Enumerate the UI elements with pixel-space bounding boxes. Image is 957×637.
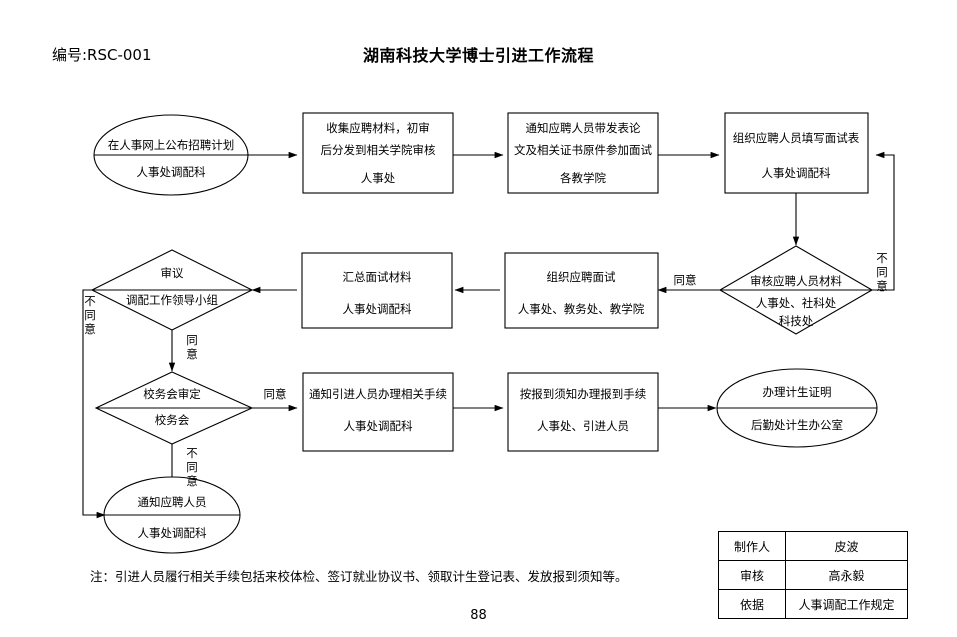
metadata-table-body: 制作人 皮波 审核 高永毅 依据 人事调配工作规定	[718, 531, 908, 619]
flow-node-family-planning-cert[interactable]: 办理计生证明 后勤处计生办公室	[716, 368, 878, 448]
edge-label-disagree-deliberation: 不同意	[84, 294, 96, 336]
table-row: 制作人 皮波	[718, 531, 908, 561]
edge-label-agree-review: 同意	[674, 273, 697, 287]
node-line-1: 通知应聘人员带发表论	[526, 121, 641, 135]
flow-node-collect-materials[interactable]: 收集应聘材料，初审 后分发到相关学院审核 人事处	[302, 112, 454, 194]
document-number: 编号:RSC-001	[52, 46, 152, 64]
node-line-1: 通知引进人员办理相关手续	[309, 387, 447, 401]
rect-shape	[504, 252, 659, 329]
table-row: 依据 人事调配工作规定	[718, 589, 908, 619]
node-line-2: 后勤处计生办公室	[751, 418, 843, 432]
rect-shape	[302, 372, 454, 452]
node-line-2: 人事处调配科	[137, 165, 206, 179]
meta-key-basis: 依据	[718, 589, 786, 619]
node-line-1: 汇总面试材料	[343, 270, 412, 284]
node-line-1: 办理计生证明	[763, 385, 832, 399]
node-line-2: 人事处调配科	[762, 166, 831, 180]
flow-edge-labels: 同意 不同意 不同意 同意 同意 不同意	[84, 251, 888, 488]
node-line-2: 后分发到相关学院审核	[321, 143, 436, 157]
node-line-1: 收集应聘材料，初审	[326, 121, 430, 135]
edge-label-disagree-review: 不同意	[876, 251, 888, 293]
edge-n8-n13-disagree	[82, 289, 106, 519]
node-line-1: 按报到须知办理报到手续	[520, 387, 647, 401]
meta-key-author: 制作人	[718, 531, 786, 561]
flow-node-notify-candidates[interactable]: 通知应聘人员带发表论 文及相关证书原件参加面试 各教学院	[507, 112, 659, 194]
meta-value-reviewer: 高永毅	[785, 560, 908, 590]
page-title: 湖南科技大学博士引进工作流程	[0, 42, 957, 66]
flow-node-interview-form[interactable]: 组织应聘人员填写面试表 人事处调配科	[724, 112, 869, 194]
flow-node-school-meeting-approval[interactable]: 校务会审定 校务会	[94, 371, 254, 445]
flow-node-deliberation[interactable]: 审议 调配工作领导小组	[90, 249, 254, 331]
flow-node-publish-plan[interactable]: 在人事网上公布招聘计划 人事处调配科	[93, 114, 249, 196]
rect-shape	[301, 252, 453, 329]
node-line-3: 各教学院	[560, 171, 606, 185]
flow-node-summarize-materials[interactable]: 汇总面试材料 人事处调配科	[301, 252, 453, 329]
node-line-3: 人事处	[361, 171, 396, 185]
node-line-2: 文及相关证书原件参加面试	[514, 143, 652, 157]
edge-label-agree-school: 同意	[264, 387, 287, 401]
rect-shape	[302, 112, 454, 194]
rect-shape	[507, 112, 659, 194]
rect-shape	[724, 112, 869, 194]
page-title-text: 湖南科技大学博士引进工作流程	[362, 46, 594, 65]
meta-value-author: 皮波	[785, 531, 908, 561]
node-line-2: 调配工作领导小组	[126, 293, 218, 307]
edge-label-disagree-school: 不同意	[186, 446, 198, 488]
edge-label-agree-deliberation: 同意	[186, 333, 198, 361]
flow-connectors	[82, 151, 895, 519]
node-line-2: 人事处调配科	[343, 302, 412, 316]
page-number: 88	[470, 608, 487, 623]
metadata-table: 制作人 皮波 审核 高永毅 依据 人事调配工作规定	[718, 531, 908, 619]
node-line-2: 人事处、教务处、教学院	[518, 302, 645, 316]
footnote: 注：引进人员履行相关手续包括来校体检、签订就业协议书、领取计生登记表、发放报到须…	[90, 569, 628, 584]
node-line-2: 校务会	[155, 413, 190, 427]
node-line-3: 科技处	[779, 314, 814, 328]
rect-shape	[507, 372, 659, 452]
node-line-1: 组织应聘人员填写面试表	[733, 131, 860, 145]
meta-value-basis: 人事调配工作规定	[785, 589, 908, 619]
table-row: 审核 高永毅	[718, 560, 908, 590]
flow-node-report-procedures[interactable]: 按报到须知办理报到手续 人事处、引进人员	[507, 372, 659, 452]
node-line-1: 校务会审定	[143, 387, 201, 401]
node-line-1: 通知应聘人员	[138, 495, 207, 509]
node-line-1: 审核应聘人员材料	[750, 274, 842, 288]
node-line-2: 人事处调配科	[344, 419, 413, 433]
node-line-1: 在人事网上公布招聘计划	[108, 138, 235, 152]
node-line-2: 人事处调配科	[138, 526, 207, 540]
node-line-2: 人事处、社科处	[756, 296, 837, 310]
meta-key-reviewer: 审核	[718, 560, 786, 590]
flow-node-notify-recruit-procedures[interactable]: 通知引进人员办理相关手续 人事处调配科	[302, 372, 454, 452]
node-line-2: 人事处、引进人员	[537, 419, 629, 433]
flow-node-organize-interview[interactable]: 组织应聘面试 人事处、教务处、教学院	[504, 252, 659, 329]
flow-node-notify-applicants[interactable]: 通知应聘人员 人事处调配科	[103, 476, 241, 554]
node-line-1: 审议	[161, 266, 184, 280]
flow-node-review-materials[interactable]: 审核应聘人员材料 人事处、社科处 科技处	[718, 245, 874, 335]
node-line-1: 组织应聘面试	[547, 270, 616, 284]
edge-n5-n4-disagree	[872, 151, 895, 291]
